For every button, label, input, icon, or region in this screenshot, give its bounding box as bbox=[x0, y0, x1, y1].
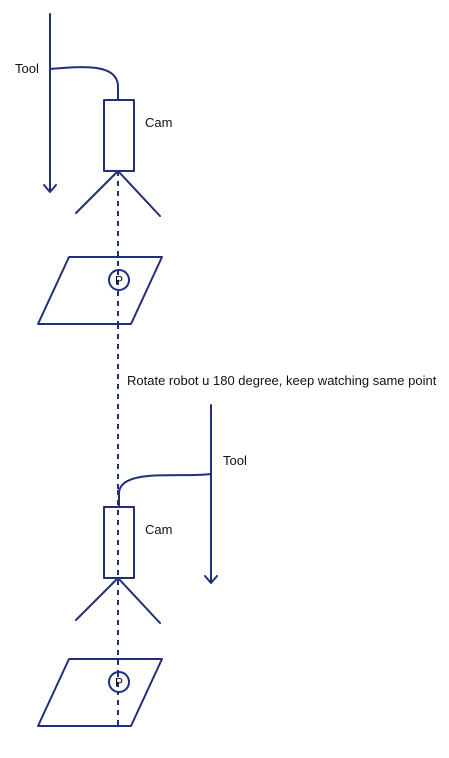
top-workpiece-plane bbox=[37, 256, 163, 325]
top-fov-right bbox=[117, 170, 161, 217]
bottom-fov-left bbox=[75, 577, 119, 621]
bottom-tool-label: Tool bbox=[223, 453, 247, 468]
top-tool-arrowhead bbox=[43, 184, 57, 193]
bottom-workpiece-plane bbox=[37, 658, 163, 727]
bottom-tool-cam-connector bbox=[118, 473, 212, 508]
bottom-fov-right bbox=[117, 577, 161, 624]
bottom-point-label: P bbox=[115, 676, 123, 690]
top-camera-body bbox=[103, 99, 135, 172]
bottom-cam-label: Cam bbox=[145, 522, 172, 537]
rotation-caption: Rotate robot u 180 degree, keep watching… bbox=[127, 373, 437, 388]
top-fov-left bbox=[75, 170, 119, 214]
top-tool-label: Tool bbox=[15, 61, 39, 76]
bottom-scene: P Tool Cam bbox=[37, 404, 247, 727]
top-scene: P Tool Cam bbox=[15, 13, 172, 325]
top-tool-cam-connector bbox=[49, 66, 119, 101]
bottom-tool-arrowhead bbox=[204, 575, 218, 584]
top-point-label: P bbox=[115, 274, 123, 288]
top-cam-label: Cam bbox=[145, 115, 172, 130]
